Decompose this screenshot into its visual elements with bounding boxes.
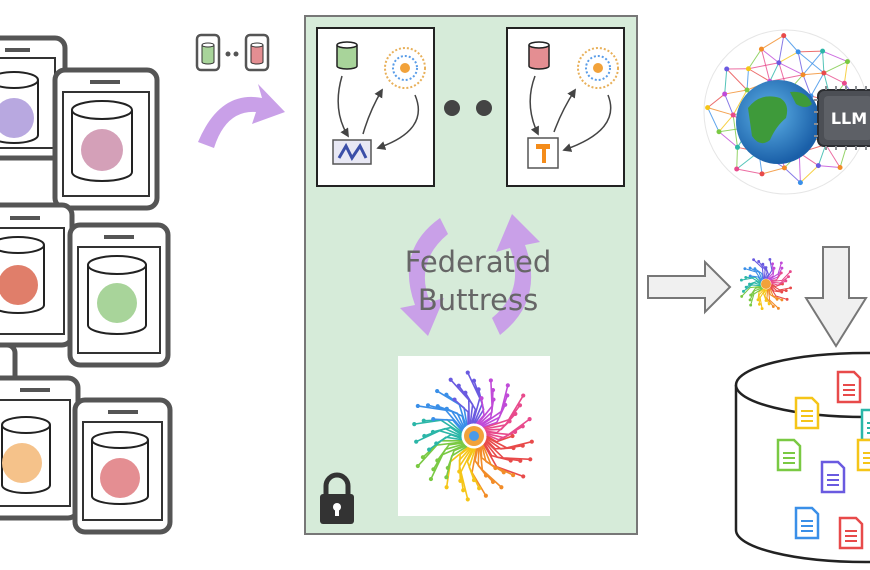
lock-icon	[320, 472, 354, 524]
document-icon	[820, 460, 846, 494]
document-icon	[794, 396, 820, 430]
data-dot	[100, 458, 140, 498]
neural-brain-icon	[384, 47, 426, 89]
database-icon	[1, 416, 51, 494]
aggregation-cycle-arrows	[400, 214, 540, 336]
document-database	[734, 351, 870, 564]
neural-brain-icon	[734, 252, 798, 316]
llm-chip-label: LLM	[831, 109, 867, 128]
llm-chip-icon: LLM	[814, 86, 870, 150]
data-dot	[0, 265, 38, 305]
database-icon	[0, 71, 39, 144]
data-dot	[2, 443, 42, 483]
database-icon	[0, 236, 45, 314]
jax-logo-icon	[332, 139, 372, 165]
federated-panel: Federated Buttress	[304, 15, 638, 535]
mini-phones	[195, 33, 270, 72]
database-icon	[87, 255, 147, 335]
client-training-box	[506, 27, 625, 187]
database-icon	[91, 431, 149, 505]
client-devices	[0, 35, 173, 535]
arrow-icon	[198, 84, 285, 148]
globe-icon	[703, 29, 869, 195]
document-icon	[836, 370, 862, 404]
document-icon	[860, 408, 870, 442]
document-icon	[856, 438, 870, 472]
arrow-icon	[647, 259, 732, 315]
neural-brain-icon	[398, 356, 550, 516]
document-icon	[776, 438, 802, 472]
data-dot	[0, 98, 34, 138]
federated-label-line2: Buttress	[418, 283, 538, 317]
federated-label-line1: Federated	[405, 245, 552, 279]
data-dot	[97, 283, 137, 323]
neural-brain-icon	[577, 47, 619, 89]
document-icon	[838, 516, 864, 550]
document-icon	[794, 506, 820, 540]
arrow-icon	[804, 246, 868, 348]
data-dot	[81, 129, 123, 171]
database-icon	[71, 100, 133, 182]
client-training-box	[316, 27, 435, 187]
tensorflow-logo-icon	[527, 137, 559, 169]
